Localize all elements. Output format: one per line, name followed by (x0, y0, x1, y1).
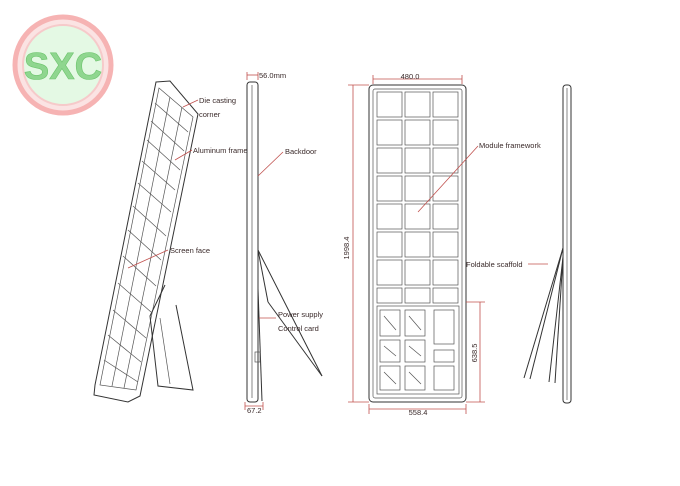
label-aluminum-frame: Aluminum frame (193, 146, 248, 155)
right-side-panel (562, 84, 572, 404)
label-backdoor: Backdoor (285, 147, 317, 156)
label-module-framework: Module framework (479, 141, 541, 150)
logo-text: SXC (24, 46, 102, 88)
label-die-casting: Die casting (199, 96, 236, 105)
dim-side-bottom: 67.2 (247, 406, 262, 415)
front-panel (368, 84, 467, 403)
sxc-logo: SXC (12, 14, 114, 116)
side-panel (246, 81, 259, 403)
logo-disc (22, 24, 104, 106)
dim-front-bottom-width: 558.4 (409, 408, 428, 417)
label-foldable-scaffold: Foldable scaffold (466, 260, 523, 269)
label-control-card: Control card (278, 324, 319, 333)
right-side-view (523, 84, 572, 404)
perspective-frame (93, 80, 199, 403)
perspective-screen (99, 87, 194, 391)
label-screen-face: Screen face (170, 246, 210, 255)
perspective-view (93, 80, 199, 403)
side-view (244, 72, 323, 410)
module-grid (376, 91, 459, 304)
perspective-stand (149, 284, 194, 391)
dim-side-top: 56.0mm (259, 71, 286, 80)
lower-electronics (376, 305, 460, 395)
label-corner: corner (199, 110, 221, 119)
front-view (348, 75, 485, 414)
dim-front-width: 480.0 (401, 72, 420, 81)
label-power-supply: Power supply (278, 310, 323, 319)
dim-front-height: 1998.4 (342, 237, 351, 260)
dim-front-lower-height: 638.5 (470, 344, 479, 363)
